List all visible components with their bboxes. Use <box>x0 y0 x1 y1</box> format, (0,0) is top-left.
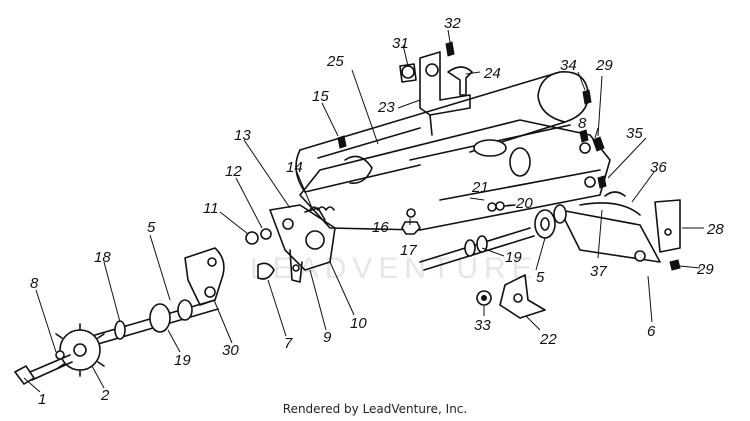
callout-16: 16 <box>372 219 389 236</box>
callout-10: 10 <box>350 315 367 332</box>
callout-1: 1 <box>38 391 46 408</box>
callout-19-left: 19 <box>174 352 191 369</box>
callout-5-left: 5 <box>147 219 156 236</box>
callout-19-center: 19 <box>505 249 522 266</box>
callout-37: 37 <box>590 263 607 280</box>
callout-13: 13 <box>234 127 251 144</box>
credit-text: Rendered by LeadVenture, Inc. <box>282 402 468 416</box>
drive-gear <box>13 323 105 386</box>
callouts: 1 2 8 18 5 19 30 7 9 10 11 12 13 14 15 2… <box>30 15 724 408</box>
hardware <box>245 201 516 245</box>
top-bracket <box>399 41 473 136</box>
lever-bracket <box>299 119 611 231</box>
center-shaft <box>419 204 567 271</box>
small-bolts <box>337 89 681 271</box>
left-shaft <box>94 247 275 345</box>
callout-14: 14 <box>286 159 303 176</box>
callout-9: 9 <box>323 329 332 346</box>
callout-20: 20 <box>515 195 533 212</box>
callout-22: 22 <box>539 331 557 348</box>
callout-32: 32 <box>444 15 461 32</box>
callout-36: 36 <box>650 159 667 176</box>
callout-25: 25 <box>326 53 344 70</box>
callout-12: 12 <box>225 163 242 180</box>
callout-17: 17 <box>400 242 417 259</box>
callout-8-right: 8 <box>578 115 587 132</box>
frame-tube <box>295 71 589 193</box>
callout-7: 7 <box>284 335 293 352</box>
callout-6: 6 <box>647 323 656 340</box>
callout-5-center: 5 <box>536 269 545 286</box>
callout-33: 33 <box>474 317 491 334</box>
callout-31: 31 <box>392 35 409 52</box>
callout-28: 28 <box>706 221 724 238</box>
callout-8-left: 8 <box>30 275 39 292</box>
callout-29-top: 29 <box>595 57 613 74</box>
left-bracket <box>269 204 336 283</box>
lower-bracket-22 <box>476 274 546 319</box>
callout-21: 21 <box>471 179 489 196</box>
callout-11: 11 <box>203 200 219 217</box>
callout-29-bottom: 29 <box>696 261 714 278</box>
leader-lines <box>23 29 704 393</box>
callout-23: 23 <box>377 99 395 116</box>
callout-18: 18 <box>94 249 111 266</box>
callout-24: 24 <box>483 65 501 82</box>
callout-35: 35 <box>626 125 643 142</box>
callout-2: 2 <box>100 387 110 404</box>
callout-30: 30 <box>222 342 239 359</box>
right-plate <box>559 199 681 263</box>
callout-34: 34 <box>560 57 577 74</box>
callout-15: 15 <box>312 88 329 105</box>
